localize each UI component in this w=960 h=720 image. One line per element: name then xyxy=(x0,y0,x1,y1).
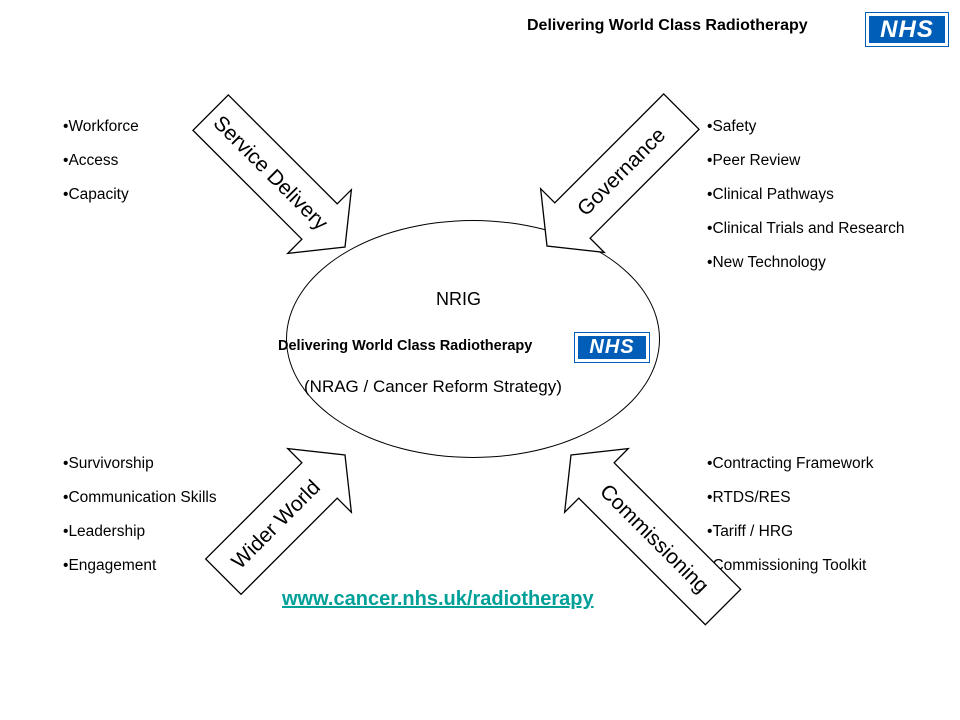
list-item: Survivorship xyxy=(63,455,217,489)
list-item: Communication Skills xyxy=(63,489,216,523)
commissioning-label: Commissioning xyxy=(595,480,713,598)
center-program-title: Delivering World Class Radiotherapy xyxy=(278,338,533,354)
list-item: Engagement xyxy=(63,557,217,591)
governance-list: Safety Peer Review Clinical Pathways Cli… xyxy=(707,118,905,288)
list-item: Clinical Trials and Research xyxy=(707,220,904,254)
service-delivery-arrow: Service Delivery xyxy=(192,94,353,255)
commissioning-list: Contracting Framework RTDS/RES Tariff / … xyxy=(707,455,874,591)
list-item: Safety xyxy=(707,118,905,152)
list-item: RTDS/RES xyxy=(707,489,874,523)
list-item: Tariff / HRG xyxy=(707,523,874,557)
service-delivery-label: Service Delivery xyxy=(209,111,333,235)
list-item: Capacity xyxy=(63,186,139,220)
list-item: Commissioning Toolkit xyxy=(707,557,874,591)
center-nhs-logo: NHS xyxy=(574,332,650,363)
header-title: Delivering World Class Radiotherapy xyxy=(527,17,808,34)
center-title: NRIG xyxy=(436,289,481,309)
list-item: Peer Review xyxy=(707,152,905,186)
radiotherapy-website-link[interactable]: www.cancer.nhs.uk/radiotherapy xyxy=(282,588,594,610)
center-ellipse xyxy=(286,220,660,458)
list-item: Leadership xyxy=(63,523,217,557)
list-item: Workforce xyxy=(63,118,138,152)
list-item: New Technology xyxy=(707,254,905,288)
service-delivery-list: Workforce Access Capacity xyxy=(63,118,139,220)
list-item: Clinical Pathways xyxy=(707,186,905,220)
wider-world-arrow: Wider World xyxy=(204,447,353,596)
center-subtitle: (NRAG / Cancer Reform Strategy) xyxy=(304,377,562,396)
list-item: Contracting Framework xyxy=(707,455,873,489)
list-item: Access xyxy=(63,152,139,186)
nhs-logo: NHS xyxy=(865,12,949,47)
wider-world-list: Survivorship Communication Skills Leader… xyxy=(63,455,217,591)
governance-arrow: Governance xyxy=(539,93,700,254)
